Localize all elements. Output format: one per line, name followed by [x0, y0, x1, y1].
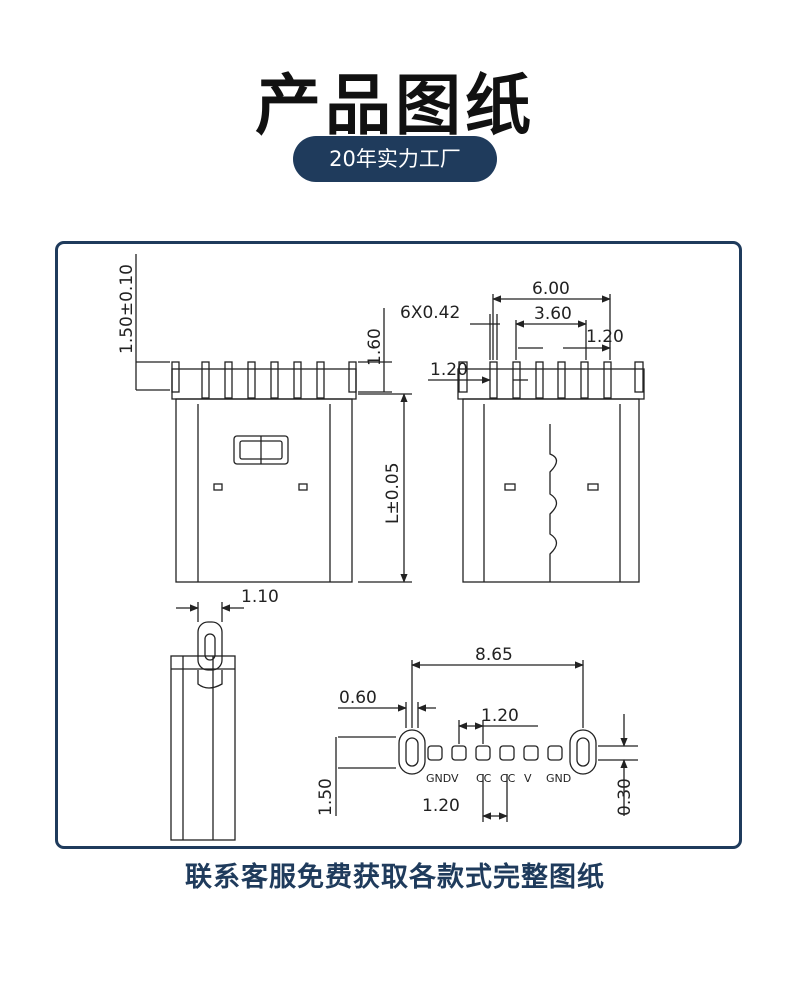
dim-slot-width: 0.60 — [339, 688, 377, 708]
dim-pitch-left: 1.20 — [430, 360, 468, 380]
pin-label: GND — [426, 772, 451, 785]
side-view — [170, 621, 236, 841]
dim-row-height: 1.50 — [316, 778, 336, 816]
dim-inner-span: 3.60 — [534, 304, 572, 324]
top-view — [457, 361, 645, 583]
pin-label: V — [524, 772, 532, 785]
pin-label: GND — [546, 772, 571, 785]
dim-tail-height: 1.50±0.10 — [117, 264, 137, 354]
page-title: 产品图纸 — [255, 67, 535, 144]
dim-outer-span: 6.00 — [532, 279, 570, 299]
dim-pad-height: 0.30 — [615, 778, 635, 816]
footer-contact-text: 联系客服免费获取各款式完整图纸 — [185, 862, 605, 893]
factory-badge: 20年实力工厂 — [293, 136, 497, 182]
connector-drawing: 1.50±0.10 1.60 L±0.05 6X0.42 6.00 3.60 1… — [117, 254, 645, 841]
front-view — [171, 361, 357, 583]
dim-pitch-right: 1.20 — [586, 327, 624, 347]
dim-pin-width: 6X0.42 — [400, 303, 460, 323]
pin-label: CC — [500, 772, 516, 785]
drawing-panel: 1.50±0.10 1.60 L±0.05 6X0.42 6.00 3.60 1… — [55, 241, 742, 849]
dim-pad-span: 8.65 — [475, 645, 513, 665]
dim-pin-height: 1.60 — [365, 328, 385, 366]
pin-label: V — [451, 772, 459, 785]
footprint-view — [398, 729, 597, 775]
pin-label: CC — [476, 772, 492, 785]
dim-pad-pitch-top: 1.20 — [481, 706, 519, 726]
dim-pad-pitch-bottom: 1.20 — [422, 796, 460, 816]
dim-body-length: L±0.05 — [383, 462, 403, 524]
dim-side-thickness: 1.10 — [241, 587, 279, 607]
